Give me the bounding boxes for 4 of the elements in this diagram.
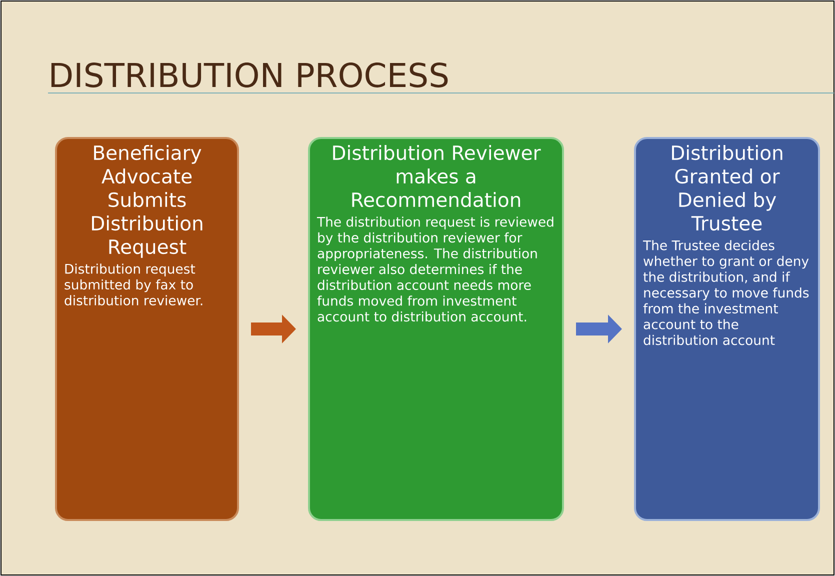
slide-title: DISTRIBUTION PROCESS [51,62,448,88]
process-box: Beneficiary Advocate Submits Distribution Request Distribution request submitted by fax to distribution reviewer. [55,137,239,521]
process-box: Distribution Reviewer makes a Recommendation The distribution request is reviewed by the distribution reviewer for appropriateness. The distribution reviewer also determines if the distribution account needs more funds moved from investment account to distribution account. [308,137,564,521]
process-box: Distribution Granted or Denied by Trustee The Trustee decides whether to grant or deny the distribution, and if necessary to move funds from the investment account to the distribution account [634,137,820,521]
